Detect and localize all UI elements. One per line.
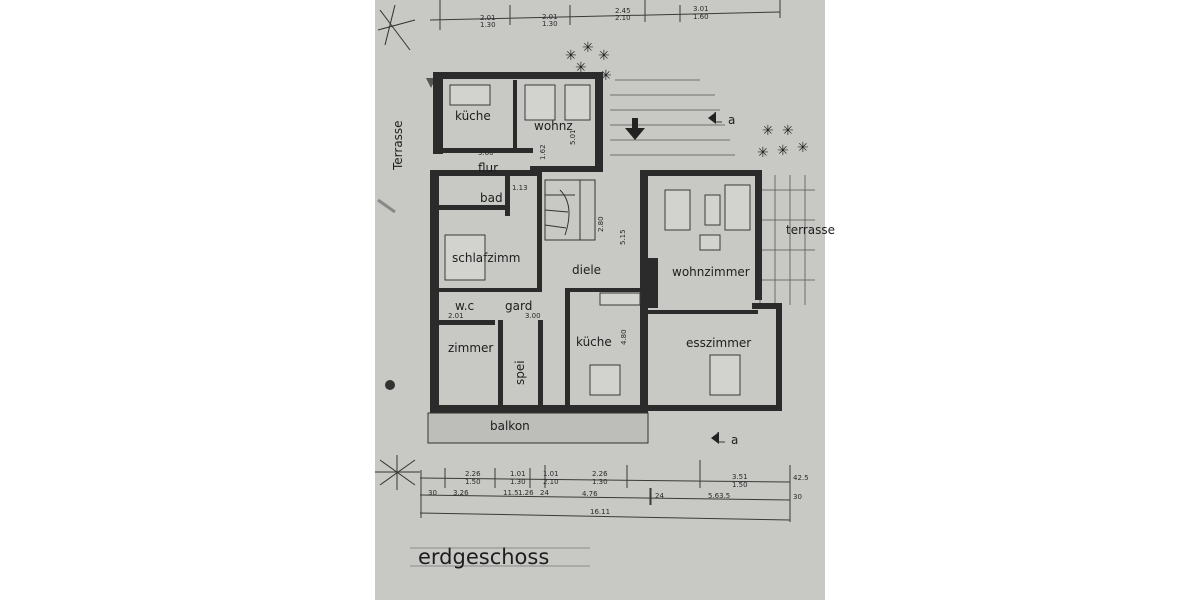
section-marker: a a xyxy=(708,112,738,447)
svg-text:42.5: 42.5 xyxy=(793,474,809,482)
svg-text:✳: ✳ xyxy=(797,140,809,156)
plan-title: erdgeschoss xyxy=(410,545,590,569)
room-label-wohnzimmer: wohnzimmer xyxy=(672,265,750,279)
svg-text:1.50: 1.50 xyxy=(732,481,748,489)
svg-text:✳: ✳ xyxy=(565,48,577,64)
svg-text:✳: ✳ xyxy=(762,123,774,139)
bottom-dimension-lines: 2.26 1.50 1.01 1.30 1.01 2.10 2.26 1.30 … xyxy=(419,460,809,522)
svg-text:3.26: 3.26 xyxy=(453,489,469,497)
title-erdgeschoss: erdgeschoss xyxy=(418,545,549,569)
room-label-diele: diele xyxy=(572,263,601,277)
top-dimension-lines: 2.01 1.30 2.01 1.30 2.45 2.10 3.01 1.60 xyxy=(429,0,781,30)
room-label-balkon: balkon xyxy=(490,419,530,433)
dim-label: 2.01 xyxy=(480,14,496,22)
svg-text:24: 24 xyxy=(540,489,549,497)
shrub-symbols: ✳✳✳✳✳ ✳✳✳✳✳ xyxy=(565,40,809,161)
room-label-kueche: küche xyxy=(576,335,612,349)
svg-text:30: 30 xyxy=(793,493,802,501)
dim-label: 2.45 xyxy=(615,7,631,15)
svg-text:a: a xyxy=(731,433,738,447)
room-label-flur: flur xyxy=(478,161,498,175)
staircase xyxy=(544,179,596,241)
svg-text:5.01: 5.01 xyxy=(569,129,577,145)
room-label-esszimmer: esszimmer xyxy=(686,336,751,350)
room-label-kueche-top: küche xyxy=(455,109,491,123)
dim-label: 1.60 xyxy=(693,13,709,21)
room-label-terrasse-right: terrasse xyxy=(786,223,835,237)
dim-label: 2.01 xyxy=(542,13,558,21)
svg-text:1.01: 1.01 xyxy=(510,470,526,478)
dim-total: 16.11 xyxy=(590,508,610,516)
room-label-schlafzimm: schlafzimm xyxy=(452,251,520,265)
svg-text:1.30: 1.30 xyxy=(510,478,526,486)
svg-text:4.76: 4.76 xyxy=(582,490,598,498)
svg-text:1.50: 1.50 xyxy=(465,478,481,486)
svg-text:5.63.5: 5.63.5 xyxy=(708,492,730,500)
svg-text:2.10: 2.10 xyxy=(543,478,559,486)
svg-text:2.26: 2.26 xyxy=(592,470,608,478)
interior-dimensions: 3.60 5.01 1.62 1.13 2.80 5.15 4.80 2.01 … xyxy=(448,129,628,345)
svg-text:1.26: 1.26 xyxy=(518,489,534,497)
dim-label: 1.30 xyxy=(480,21,496,29)
svg-text:✳: ✳ xyxy=(575,60,587,76)
room-label-terrasse-left: Terrasse xyxy=(391,120,405,171)
walls xyxy=(430,72,782,413)
room-label-wohnz: wohnz xyxy=(534,119,573,133)
svg-text:1.13: 1.13 xyxy=(512,184,528,192)
tree-symbol xyxy=(375,4,420,490)
room-label-spei: spei xyxy=(513,360,527,385)
dim-label: 1.30 xyxy=(542,20,558,28)
svg-text:✳: ✳ xyxy=(782,123,794,139)
dim-label: 2.10 xyxy=(615,14,631,22)
svg-text:2.80: 2.80 xyxy=(597,216,605,232)
svg-text:1.01: 1.01 xyxy=(543,470,559,478)
svg-text:✳: ✳ xyxy=(757,145,769,161)
svg-text:2.01: 2.01 xyxy=(448,312,464,320)
balkon: balkon xyxy=(427,412,649,444)
svg-text:11.5: 11.5 xyxy=(503,489,519,497)
svg-text:3.00: 3.00 xyxy=(525,312,541,320)
room-label-gard: gard xyxy=(505,299,532,313)
svg-text:24: 24 xyxy=(655,492,664,500)
svg-text:2.26: 2.26 xyxy=(465,470,481,478)
svg-text:✳: ✳ xyxy=(582,40,594,56)
room-label-bad: bad xyxy=(480,191,503,205)
svg-text:5.15: 5.15 xyxy=(619,229,627,245)
binder-clip xyxy=(377,198,396,390)
room-label-wc: w.c xyxy=(455,299,474,313)
svg-text:1.62: 1.62 xyxy=(539,144,547,160)
room-labels: küche wohnz flur bad schlafzimm diele wo… xyxy=(391,109,835,385)
dim-label: 3.01 xyxy=(693,5,709,13)
svg-text:3.51: 3.51 xyxy=(732,473,748,481)
svg-text:3.60: 3.60 xyxy=(478,149,494,157)
svg-text:4.80: 4.80 xyxy=(620,329,628,345)
svg-text:✳: ✳ xyxy=(600,68,612,84)
svg-text:✳: ✳ xyxy=(777,143,789,159)
svg-text:a: a xyxy=(728,113,735,127)
svg-text:✳: ✳ xyxy=(598,48,610,64)
svg-text:30: 30 xyxy=(428,489,437,497)
furniture xyxy=(444,84,751,396)
svg-text:1.30: 1.30 xyxy=(592,478,608,486)
room-label-zimmer: zimmer xyxy=(448,341,493,355)
